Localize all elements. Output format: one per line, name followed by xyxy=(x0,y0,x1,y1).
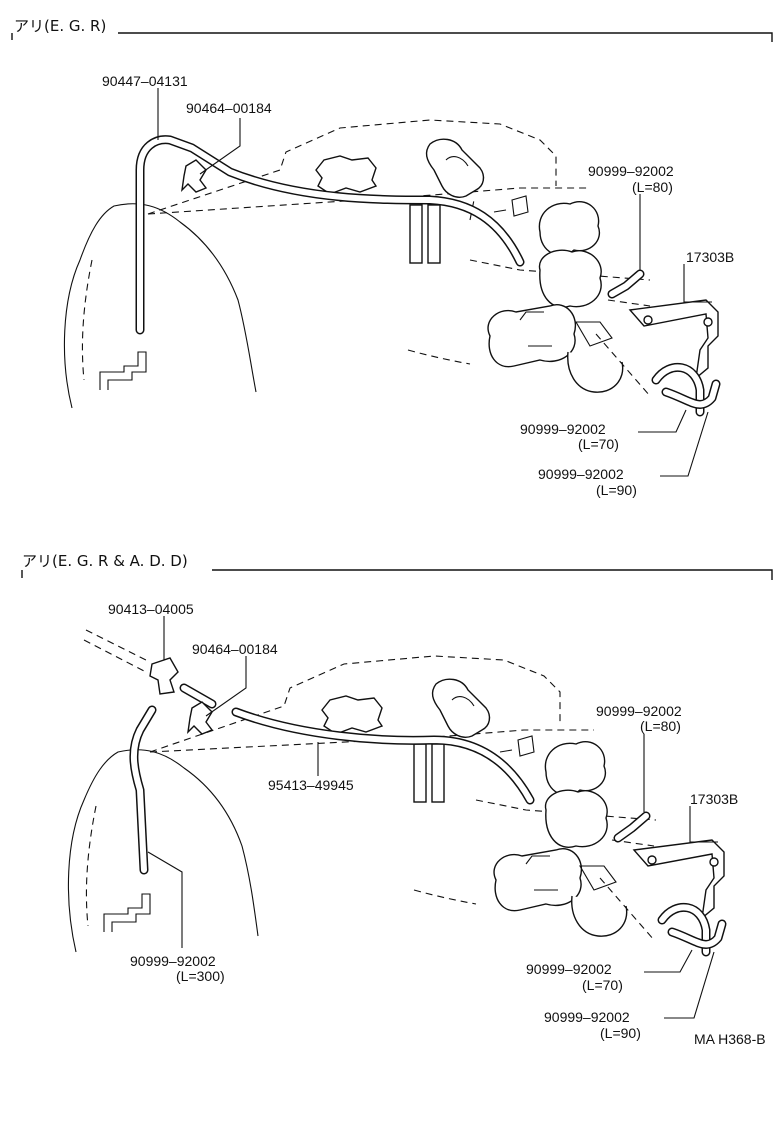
part-label-90447-04131: 90447–04131 xyxy=(102,73,188,89)
section-frame xyxy=(21,569,773,580)
egr-valve-assembly xyxy=(487,195,651,397)
part-label-90999-92002-l90: 90999–92002 xyxy=(544,1009,630,1025)
vacuum-hose-90447 xyxy=(135,135,525,335)
part-label-90999-92002-l80: 90999–92002 xyxy=(588,163,674,179)
part-label-90999-92002-l70: 90999–92002 xyxy=(526,961,612,977)
hose-loops-l70-l90 xyxy=(657,902,727,957)
drawing-code: MA H368-B xyxy=(694,1031,766,1047)
part-label-length-l300: (L=300) xyxy=(176,968,225,984)
hose-clamp-90464 xyxy=(181,159,208,193)
part-label-90999-92002-l70: 90999–92002 xyxy=(520,421,606,437)
part-label-90464-00184: 90464–00184 xyxy=(192,641,278,657)
part-label-90999-92002-l90: 90999–92002 xyxy=(538,466,624,482)
section-egr: アリ(E. G. R) xyxy=(11,17,773,498)
union-90413-04005 xyxy=(149,657,179,695)
cylinder-head-outline xyxy=(147,119,651,365)
part-label-90999-92002-l80: 90999–92002 xyxy=(596,703,682,719)
hose-clamp-90464 xyxy=(187,701,214,735)
section-header: アリ(E. G. R & A. D. D) xyxy=(22,552,188,570)
part-label-90413-04005: 90413–04005 xyxy=(108,601,194,617)
egr-valve-assembly xyxy=(493,735,655,941)
cylinder-head-outline xyxy=(149,655,657,905)
section-egr-add: アリ(E. G. R & A. D. D) xyxy=(21,552,773,1041)
part-label-17303b: 17303B xyxy=(686,249,734,265)
hose-loops-l70-l90 xyxy=(651,362,721,417)
bracket-17303b xyxy=(632,839,725,920)
section-header: アリ(E. G. R) xyxy=(14,17,106,35)
hose-l80-inner xyxy=(609,271,643,297)
part-label-17303b: 17303B xyxy=(690,791,738,807)
part-label-90999-92002-l300: 90999–92002 xyxy=(130,953,216,969)
part-label-length-l80: (L=80) xyxy=(632,179,673,195)
part-label-length-l70: (L=70) xyxy=(582,977,623,993)
part-label-length-l70: (L=70) xyxy=(578,436,619,452)
part-label-length-l90: (L=90) xyxy=(600,1025,641,1041)
leader-lines xyxy=(157,88,712,477)
engine-body-outline xyxy=(67,749,259,953)
part-label-length-l90: (L=90) xyxy=(596,482,637,498)
engine-body-outline xyxy=(63,203,257,409)
part-label-95413-49945: 95413–49945 xyxy=(268,777,354,793)
part-label-length-l80: (L=80) xyxy=(640,718,681,734)
section-frame xyxy=(11,32,773,42)
part-label-90464-00184: 90464–00184 xyxy=(186,100,272,116)
bracket-17303b xyxy=(628,299,719,380)
leader-lines xyxy=(147,616,718,1019)
